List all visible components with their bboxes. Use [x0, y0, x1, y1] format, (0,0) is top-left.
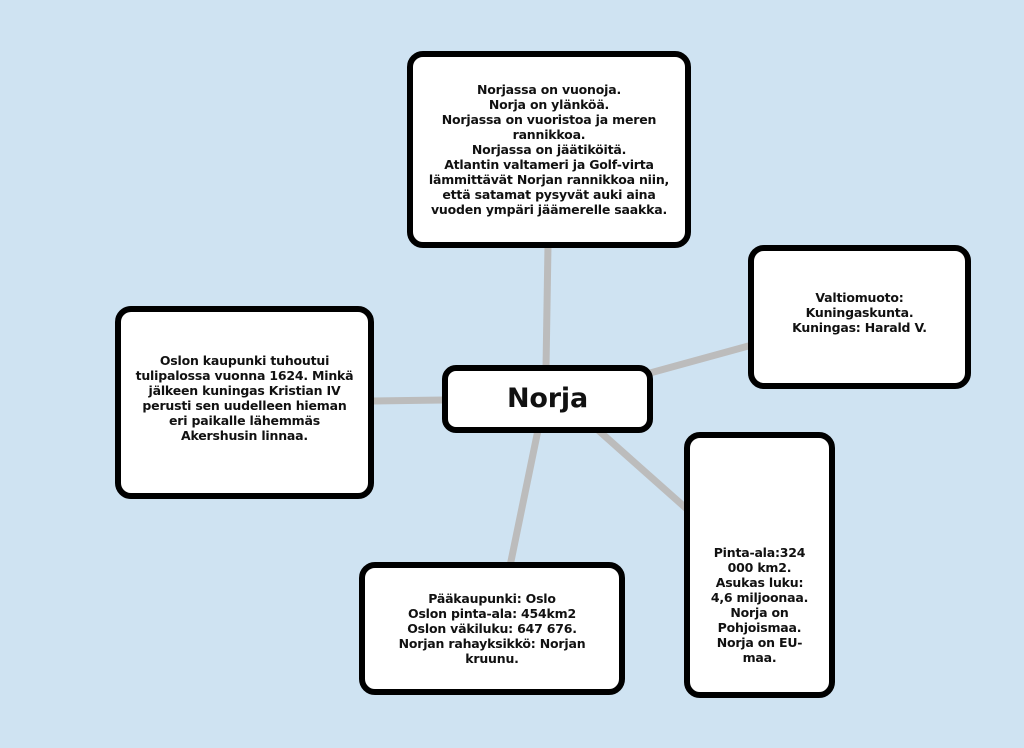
connector-government [649, 341, 753, 377]
node-capital-text: Pääkaupunki: Oslo Oslon pinta-ala: 454km… [398, 591, 586, 666]
node-government-text: Valtiomuoto: Kuningaskunta. Kuningas: Ha… [792, 289, 927, 335]
node-facts[interactable]: Pinta-ala:324 000 km2. Asukas luku: 4,6 … [684, 432, 835, 698]
node-geography[interactable]: Norjassa on vuonoja. Norja on ylänköä. N… [407, 51, 691, 248]
node-government[interactable]: Valtiomuoto: Kuningaskunta. Kuningas: Ha… [748, 245, 971, 389]
connector-history [371, 396, 445, 405]
connector-geography [542, 244, 552, 369]
central-node[interactable]: Norja [442, 365, 653, 433]
node-history-text: Oslon kaupunki tuhoutui tulipalossa vuon… [135, 352, 354, 443]
connector-facts [595, 427, 691, 513]
node-history[interactable]: Oslon kaupunki tuhoutui tulipalossa vuon… [115, 306, 374, 499]
central-node-label: Norja [507, 383, 588, 414]
node-geography-text: Norjassa on vuonoja. Norja on ylänköä. N… [428, 82, 670, 217]
node-facts-text: Pinta-ala:324 000 km2. Asukas luku: 4,6 … [710, 545, 809, 665]
node-capital[interactable]: Pääkaupunki: Oslo Oslon pinta-ala: 454km… [359, 562, 625, 695]
connector-capital [506, 429, 542, 567]
